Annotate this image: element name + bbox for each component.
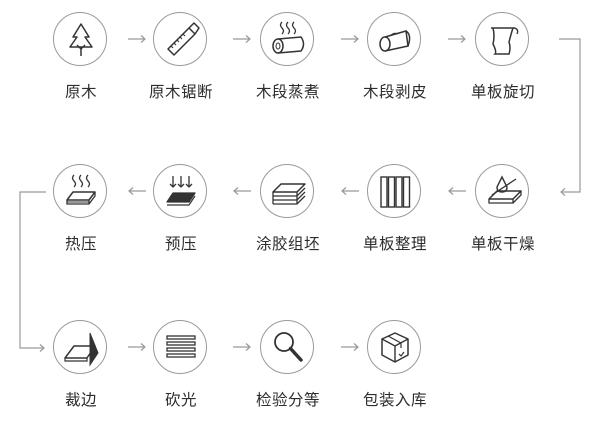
tree-icon bbox=[69, 23, 93, 56]
step-2: 原木锯断 bbox=[126, 12, 236, 122]
step-3-label: 木段蒸煮 bbox=[255, 83, 320, 101]
step-14-circle bbox=[367, 320, 421, 374]
step-5: 单板旋切 bbox=[448, 12, 558, 122]
step-9-label: 预压 bbox=[164, 235, 197, 253]
step-11: 裁边 bbox=[26, 320, 136, 430]
gluing-assembly-icon bbox=[272, 183, 306, 205]
step-14-label: 包装入库 bbox=[362, 391, 427, 409]
packaging-box-icon bbox=[381, 332, 409, 363]
step-12-label: 砍光 bbox=[164, 391, 197, 409]
step-7: 单板整理 bbox=[340, 164, 450, 274]
rotary-cut-veneer-icon bbox=[491, 27, 519, 55]
step-1-label: 原木 bbox=[64, 83, 97, 101]
veneer-sorting-icon bbox=[380, 176, 411, 208]
step-12-circle bbox=[153, 320, 207, 374]
step-2-label: 原木锯断 bbox=[148, 83, 213, 101]
saw-icon bbox=[167, 22, 200, 56]
step-14: 包装入库 bbox=[340, 320, 450, 430]
step-5-label: 单板旋切 bbox=[470, 83, 535, 101]
arrow-right-3 bbox=[341, 35, 359, 43]
edge-trimming-icon bbox=[64, 332, 99, 367]
step-2-circle bbox=[153, 12, 207, 66]
step-10: 热压 bbox=[26, 164, 136, 274]
step-6: 单板干燥 bbox=[448, 164, 558, 274]
step-3-circle bbox=[260, 12, 314, 66]
step-8: 涂胶组坯 bbox=[233, 164, 343, 274]
step-11-label: 裁边 bbox=[64, 391, 97, 409]
arrow-left-2 bbox=[341, 187, 359, 195]
hot-press-icon bbox=[66, 174, 96, 205]
step-10-label: 热压 bbox=[64, 235, 97, 253]
step-12: 砍光 bbox=[126, 320, 236, 430]
step-11-circle bbox=[53, 320, 107, 374]
step-13: 检验分等 bbox=[233, 320, 343, 430]
sanding-icon bbox=[166, 335, 196, 358]
step-10-circle bbox=[53, 164, 107, 218]
step-4-label: 木段剥皮 bbox=[362, 83, 427, 101]
step-6-label: 单板干燥 bbox=[470, 235, 535, 253]
step-5-circle bbox=[475, 12, 529, 66]
arrow-right-5 bbox=[128, 343, 146, 351]
magnifier-icon bbox=[274, 332, 303, 362]
veneer-drying-icon bbox=[488, 175, 522, 204]
step-13-circle bbox=[260, 320, 314, 374]
step-4-circle bbox=[367, 12, 421, 66]
pre-press-icon bbox=[166, 176, 196, 206]
peeling-log-icon bbox=[379, 30, 411, 52]
step-9-circle bbox=[153, 164, 207, 218]
arrow-right-6 bbox=[233, 343, 251, 351]
step-8-label: 涂胶组坯 bbox=[255, 235, 320, 253]
step-4: 木段剥皮 bbox=[340, 12, 450, 122]
step-13-label: 检验分等 bbox=[255, 391, 320, 409]
arrow-right-7 bbox=[341, 343, 359, 351]
steaming-log-icon bbox=[272, 21, 305, 54]
step-7-circle bbox=[367, 164, 421, 218]
step-7-label: 单板整理 bbox=[362, 235, 427, 253]
arrow-left-3 bbox=[233, 187, 251, 195]
step-8-circle bbox=[260, 164, 314, 218]
arrow-left-1 bbox=[448, 187, 466, 195]
step-9: 预压 bbox=[126, 164, 236, 274]
step-3: 木段蒸煮 bbox=[233, 12, 343, 122]
step-1-circle bbox=[53, 12, 107, 66]
step-6-circle bbox=[475, 164, 529, 218]
arrow-right-4 bbox=[448, 35, 466, 43]
arrow-right-2 bbox=[233, 35, 251, 43]
arrow-left-4 bbox=[128, 187, 146, 195]
step-1: 原木 bbox=[26, 12, 136, 122]
arrow-right-1 bbox=[128, 35, 146, 43]
